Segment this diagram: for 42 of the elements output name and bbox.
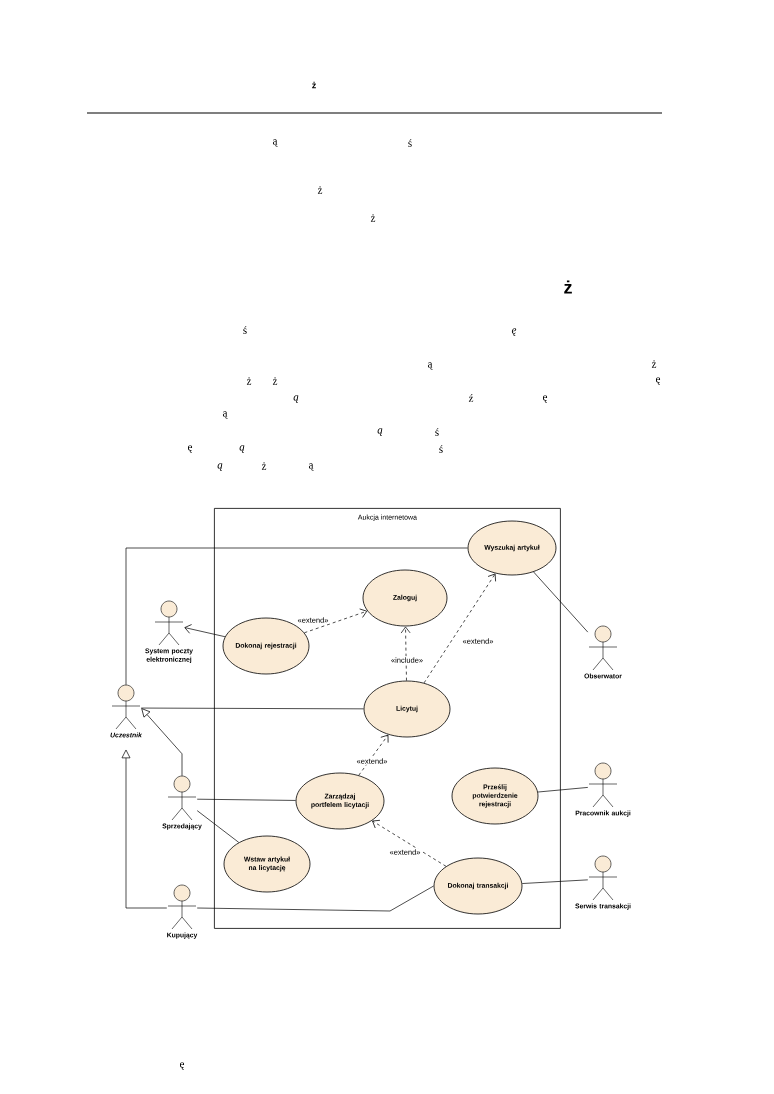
text-fragment: ś xyxy=(435,428,439,436)
text-fragment: ż xyxy=(564,280,572,294)
text-fragment: ż xyxy=(312,81,316,89)
connector xyxy=(196,885,434,912)
connector xyxy=(196,810,240,843)
connector xyxy=(521,879,589,884)
text-fragment: ś xyxy=(439,445,443,453)
connector xyxy=(533,571,589,633)
connector xyxy=(141,708,183,777)
text-fragment: ą xyxy=(272,139,278,147)
connector xyxy=(125,547,468,686)
text-fragment: ż xyxy=(651,360,657,368)
text-fragment: ź xyxy=(468,394,474,402)
connector xyxy=(196,798,296,801)
text-fragment: ą xyxy=(239,445,245,453)
text-fragment: ż xyxy=(272,377,278,385)
text-fragment: ż xyxy=(261,462,267,470)
text-fragment: ą xyxy=(377,428,383,436)
text-fragment: ś xyxy=(243,326,247,334)
text-fragment: ą xyxy=(293,395,299,403)
text-fragment: ą xyxy=(308,463,314,471)
text-fragment: ż xyxy=(370,214,376,222)
text-fragment: ą xyxy=(222,411,228,419)
connector xyxy=(121,749,168,909)
text-fragment: ę xyxy=(180,1062,185,1070)
connector xyxy=(140,707,364,710)
text-fragment: ż xyxy=(317,186,323,194)
text-fragment: ą xyxy=(217,463,223,471)
text-fragment: ę xyxy=(656,377,661,385)
text-fragment: ż xyxy=(246,377,252,385)
connector xyxy=(358,734,389,776)
text-fragment: ę xyxy=(543,395,548,403)
connector xyxy=(400,626,411,681)
connector xyxy=(184,624,226,638)
text-fragment: ę xyxy=(511,328,517,336)
text-fragment: ś xyxy=(408,139,412,147)
connector xyxy=(372,820,447,867)
connector xyxy=(537,787,589,793)
text-fragment: ą xyxy=(427,362,433,370)
connector xyxy=(423,573,496,684)
connector xyxy=(304,608,368,634)
text-fragment: ę xyxy=(188,445,193,453)
